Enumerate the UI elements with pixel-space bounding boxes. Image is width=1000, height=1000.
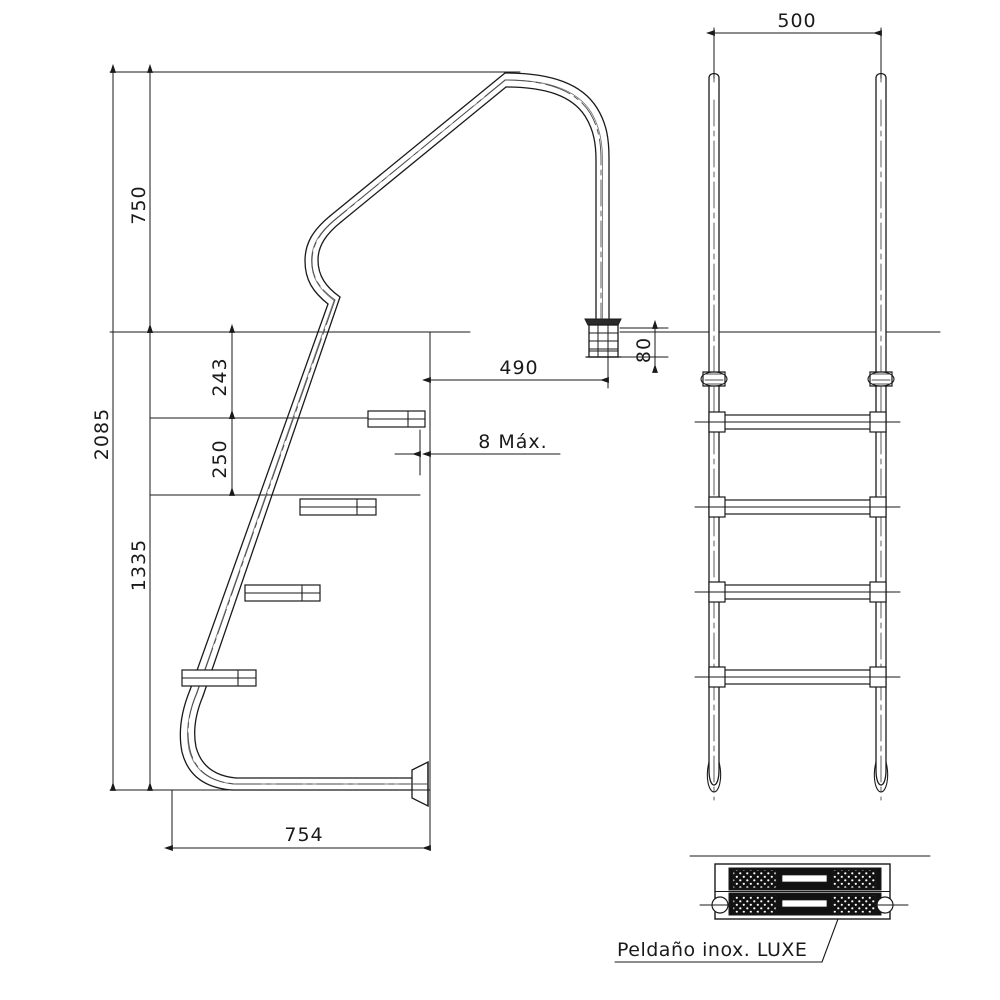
dimension-text-lower-height: 1335 bbox=[128, 539, 150, 591]
step-profile-3 bbox=[244, 584, 321, 602]
dimension-text-anchor-socket: 80 bbox=[633, 337, 655, 363]
dimension-text-base-depth: 754 bbox=[284, 824, 323, 846]
rung-front-4 bbox=[694, 666, 901, 688]
dimension-text-top-step-spacing: 243 bbox=[209, 357, 231, 396]
rung-group-front bbox=[694, 411, 901, 688]
dimension-anchor-socket bbox=[599, 319, 669, 373]
anti-slip-tread-pattern bbox=[732, 869, 877, 914]
step-label-leader bbox=[614, 918, 839, 963]
dimension-text-horizontal-offset: 490 bbox=[499, 357, 538, 379]
step-profile-4 bbox=[181, 669, 257, 687]
rung-front-2 bbox=[694, 496, 901, 518]
extension-lines bbox=[171, 331, 609, 851]
dimension-text-step-spacing: 250 bbox=[209, 439, 231, 478]
step-mount-eyes bbox=[699, 896, 909, 914]
top-anchor-socket bbox=[584, 318, 622, 358]
dimension-text-rail-width: 500 bbox=[777, 10, 816, 32]
step-profile-1 bbox=[367, 410, 426, 428]
rung-front-1 bbox=[694, 411, 901, 433]
bottom-anchor-flange bbox=[411, 760, 429, 808]
step-section-detail bbox=[614, 855, 931, 963]
step-label-text: Peldaño inox. LUXE bbox=[617, 939, 807, 961]
rung-front-3 bbox=[694, 581, 901, 603]
main-elevation-view bbox=[109, 63, 681, 851]
dimension-rail-width bbox=[705, 27, 882, 79]
front-elevation-view bbox=[671, 27, 941, 801]
handrail-tube bbox=[179, 72, 610, 791]
handrail-centerline bbox=[187, 79, 602, 785]
step-group-profile bbox=[181, 410, 426, 687]
dimension-text-wall-gap: 8 Máx. bbox=[478, 431, 547, 453]
dimension-text-upper-height: 750 bbox=[128, 185, 150, 224]
step-profile-2 bbox=[299, 498, 377, 516]
dimension-text-overall-height: 2085 bbox=[91, 408, 113, 460]
